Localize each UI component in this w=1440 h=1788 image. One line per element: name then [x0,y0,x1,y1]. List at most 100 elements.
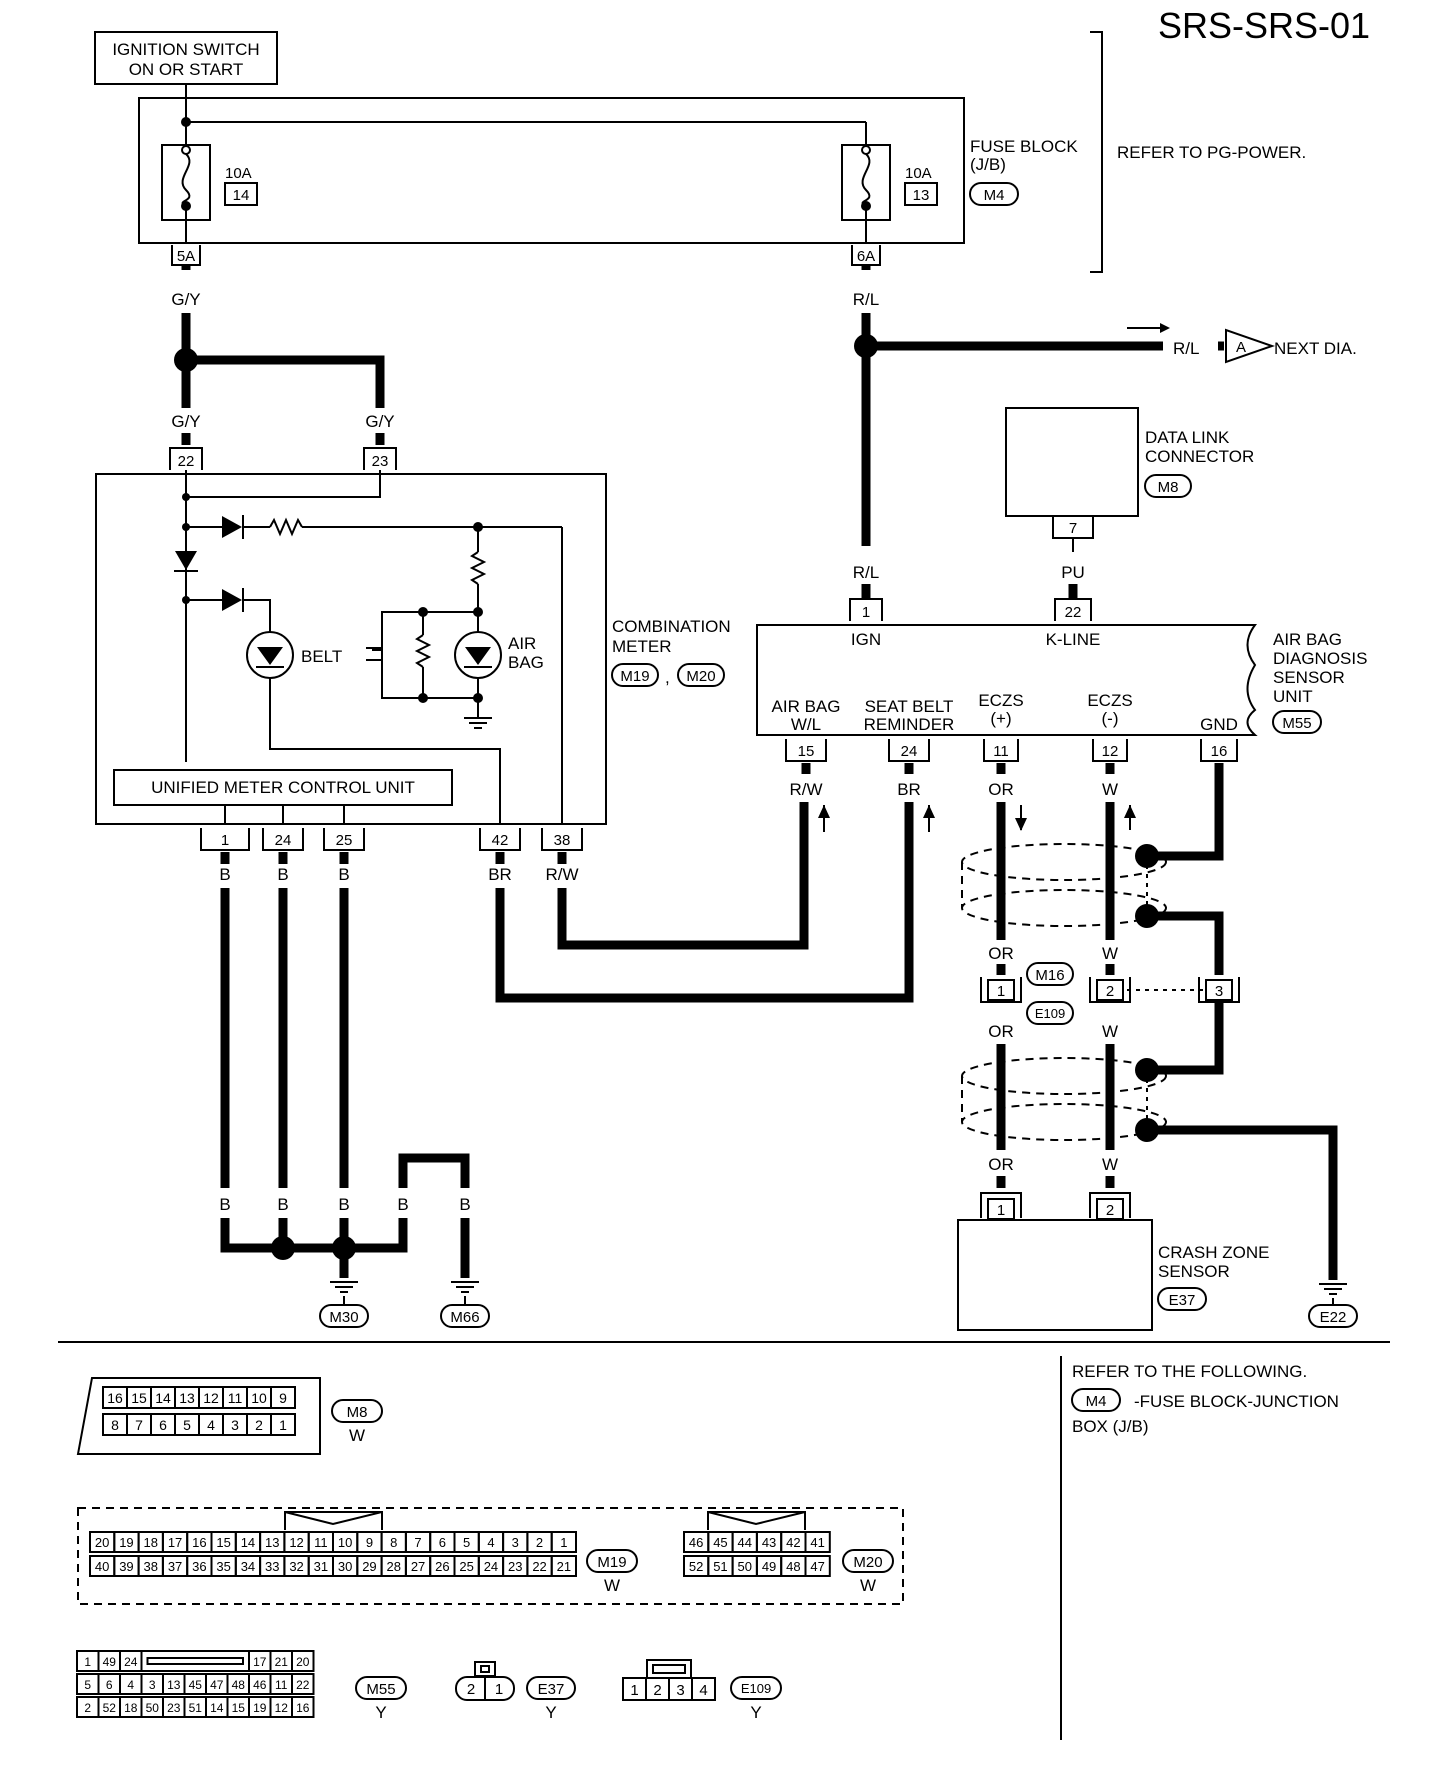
wire-rl-2: R/L [853,563,879,582]
next-dia-connector: A [1236,339,1246,356]
m55-pin-4: 4 [127,1678,134,1692]
next-dia-text: NEXT DIA. [1274,339,1357,358]
du-airbag2: W/L [791,715,821,734]
cm-pin-23: 23 [372,453,389,470]
du-pin-16: 16 [1211,743,1228,760]
cm-out-pins: 1 24 25 42 38 [200,828,583,851]
m19-pin-8: 8 [390,1535,397,1550]
m20-pin-45: 45 [713,1535,727,1550]
m19-pin-40: 40 [95,1559,109,1574]
wire-gy-1: G/Y [171,290,200,309]
du-eczs-minus1: ECZS [1087,691,1132,710]
m20-pin-48: 48 [786,1559,800,1574]
e37-conn: E37 [538,1681,565,1698]
m19-pin-18: 18 [144,1535,158,1550]
cm-pin-22: 22 [178,453,195,470]
m20-pin-51: 51 [713,1559,727,1574]
m55-pin-1: 1 [84,1655,91,1669]
m19-pin-17: 17 [168,1535,182,1550]
du-seat2: REMINDER [864,715,955,734]
fuse-block-name2: (J/B) [970,155,1006,174]
m8-pin-12: 12 [203,1390,219,1406]
unified-meter-label: UNIFIED METER CONTROL UNIT [151,778,415,797]
e109-color: Y [750,1703,761,1722]
cm-out-pin-1: 1 [221,832,229,849]
cm-out-pin-25: 25 [336,832,353,849]
m8-pin-4: 4 [207,1417,215,1433]
m55-pin-13: 13 [167,1678,181,1692]
m55-pin-47: 47 [210,1678,224,1692]
ground-m66-icon [450,1281,480,1293]
fuse-block: 10A 14 10A 13 FUSE BLOCK (J/B) M4 [138,97,1078,244]
ground-wires: B B B B B B B B M30 M66 [219,852,490,1328]
wire-b-7: B [397,1195,408,1214]
wire-b-5: B [277,1195,288,1214]
m55-pin-49: 49 [103,1655,117,1669]
du-pin-15: 15 [798,743,815,760]
m8-pin-15: 15 [131,1390,147,1406]
joint-conn-e109: E109 [1035,1006,1065,1021]
m55-pin-19: 19 [253,1701,267,1715]
m19-pin-22: 22 [532,1559,546,1574]
shield-1 [961,843,1167,928]
m19-pin-28: 28 [387,1559,401,1574]
joint-connector: 1 2 3 M16 E109 [980,962,1240,1025]
m55-pin-18: 18 [124,1701,138,1715]
page-title: SRS-SRS-01 [1158,5,1370,46]
m20-pin-47-cell [804,1555,831,1577]
connector-view-e37: 2 1 E37 Y [455,1661,576,1722]
m20-conn: M20 [853,1554,882,1571]
bag-label: BAG [508,653,544,672]
m8-pin-9: 9 [279,1390,287,1406]
wire-pu: PU [1061,563,1085,582]
refer-line2: -FUSE BLOCK-JUNCTION [1134,1392,1339,1411]
m8-pin-11: 11 [228,1390,243,1406]
e109-pin-4: 4 [699,1682,707,1699]
e109-pin-3: 3 [676,1682,684,1699]
m19-pin-16: 16 [192,1535,206,1550]
cm-out-pin-42: 42 [492,832,509,849]
fuse-block-name1: FUSE BLOCK [970,137,1078,156]
m8-pin-14: 14 [155,1390,171,1406]
fuse-13: 10A 13 [841,144,938,243]
m20-pin-49: 49 [762,1559,776,1574]
refer-line3: BOX (J/B) [1072,1417,1149,1436]
wire-or-4: OR [988,1155,1014,1174]
czs-pin-1: 1 [997,1202,1005,1219]
m8-pin-1: 1 [279,1417,287,1433]
m8-pin-1-cell [270,1413,296,1436]
refer-bracket: REFER TO PG-POWER. [1090,31,1306,273]
m19-conn: M19 [597,1554,626,1571]
m19-pin-1: 1 [560,1535,567,1550]
czs-name1: CRASH ZONE [1158,1243,1269,1262]
czs-pin-2: 2 [1106,1202,1114,1219]
du-name3: SENSOR [1273,668,1345,687]
du-pin-11: 11 [993,743,1009,760]
m8-pin-9-cell [270,1386,296,1409]
du-pin-1: 1 [862,604,870,621]
m19-pin-39: 39 [119,1559,133,1574]
cm-conn-m20: M20 [686,668,715,685]
m55-pin-6: 6 [106,1678,113,1692]
m8-pin-2: 2 [255,1417,263,1433]
du-name2: DIAGNOSIS [1273,649,1367,668]
arrow-br-icon [923,805,935,832]
fuse-output-5a: 5A [171,245,201,266]
m19-pin-29: 29 [362,1559,376,1574]
m55-pin-51: 51 [189,1701,203,1715]
data-link-connector: 7 DATA LINK CONNECTOR M8 [1005,407,1254,539]
m19-pin-36: 36 [192,1559,206,1574]
m8-conn: M8 [347,1404,368,1421]
ground-m30: M30 [329,1309,358,1326]
du-eczs-plus1: ECZS [978,691,1023,710]
wire-w-2: W [1102,944,1118,963]
wire-gy-2: G/Y [171,412,200,431]
air-label: AIR [508,634,536,653]
m19-pin-21-cell [550,1555,578,1577]
wire-br-1: BR [488,865,512,884]
du-pin-24: 24 [901,743,918,760]
ignition-switch: IGNITION SWITCH ON OR START [94,31,278,85]
e109-pin-2: 2 [653,1682,661,1699]
m19-pin-20: 20 [95,1535,109,1550]
